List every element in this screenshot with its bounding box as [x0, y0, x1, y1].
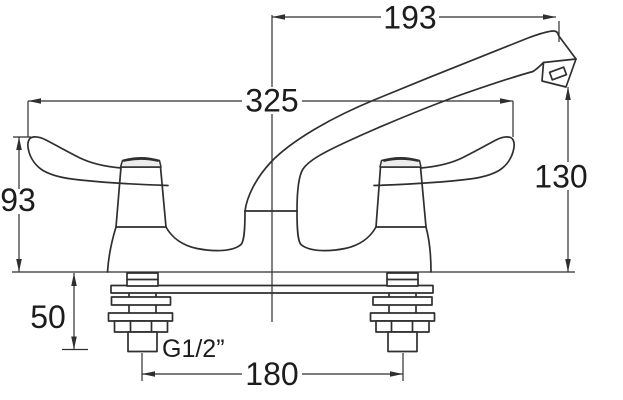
right-lever-handle [373, 136, 515, 187]
left-tailpiece [127, 331, 158, 353]
right-bonnet [375, 166, 427, 228]
overall-width-dimension-label: 325 [245, 83, 298, 119]
right-shank-assembly [369, 272, 436, 353]
right-tailpiece [387, 331, 418, 353]
dimension-lines [13, 14, 571, 381]
right-saddle [296, 210, 377, 252]
spout-upper-outline [244, 30, 577, 212]
left-body-dome [106, 226, 117, 273]
left-bonnet [115, 166, 167, 228]
handle-height-dimension-label: 93 [0, 182, 36, 218]
aerator-insert [548, 66, 568, 81]
left-flange [107, 312, 174, 322]
left-saddle [165, 210, 246, 252]
label-backgrounds [0, 4, 591, 388]
dimension-labels: 193 325 130 93 50 180 G1/2” [0, 0, 587, 392]
dimension-deck-depth [62, 273, 88, 351]
left-lever-handle [27, 136, 169, 187]
left-shank-assembly [107, 272, 174, 353]
faucet-outline [12, 30, 577, 353]
spout-reach-dimension-label: 193 [383, 0, 436, 36]
thread-size-label: G1/2” [162, 335, 225, 363]
deck-depth-dimension-label: 50 [30, 299, 66, 335]
hole-centres-dimension-label: 180 [245, 356, 298, 392]
right-washer [372, 296, 433, 306]
spout-height-dimension-label: 130 [534, 159, 587, 195]
left-locknut [113, 320, 169, 333]
right-body-dome [425, 226, 432, 273]
left-washer [110, 296, 172, 306]
spout-outlet-aerator [541, 58, 577, 88]
spout-lower-outline [296, 61, 545, 212]
right-locknut [375, 320, 430, 333]
right-flange [369, 312, 436, 322]
